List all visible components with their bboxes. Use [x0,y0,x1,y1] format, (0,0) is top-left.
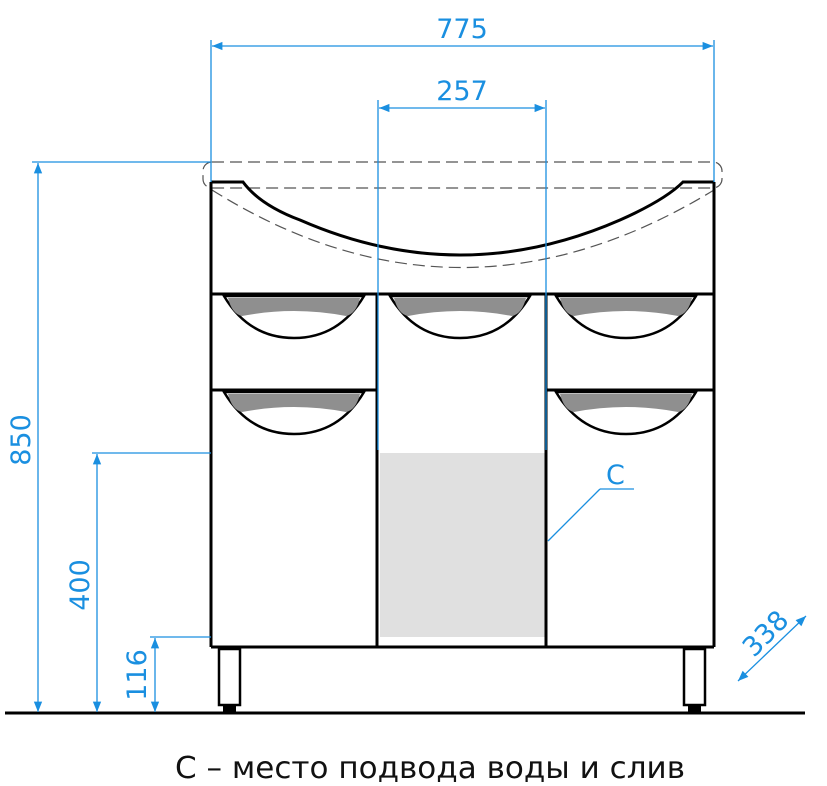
dimension-leg-height: 116 [122,636,211,712]
handle-cutout [221,294,367,340]
leg-right [682,647,707,712]
svg-text:338: 338 [737,605,795,663]
svg-text:400: 400 [65,559,96,611]
handle-cutout [221,390,367,436]
handle-cutout [387,294,533,340]
dimension-height: 850 [6,161,210,712]
basin-hidden-line [211,189,715,269]
svg-text:116: 116 [122,649,153,701]
svg-text:C: C [606,460,625,491]
handle-cutout [553,294,699,340]
basin-curve [211,180,714,257]
dimension-width: 775 [210,14,715,182]
open-niche [380,453,545,637]
countertop-outline [202,161,723,189]
svg-text:257: 257 [436,76,488,107]
cabinet-body [209,182,716,649]
handle-cutouts [221,294,699,436]
svg-text:850: 850 [6,414,37,466]
dimension-supply-height: 400 [65,452,211,712]
dimension-depth: 338 [737,605,807,682]
leg-left [217,647,242,712]
dimension-drain-width: 257 [377,76,547,450]
svg-text:775: 775 [436,14,488,45]
caption: С – место подвода воды и слив [175,751,685,786]
handle-cutout [553,390,699,436]
marker-c-leader: C [547,460,634,542]
